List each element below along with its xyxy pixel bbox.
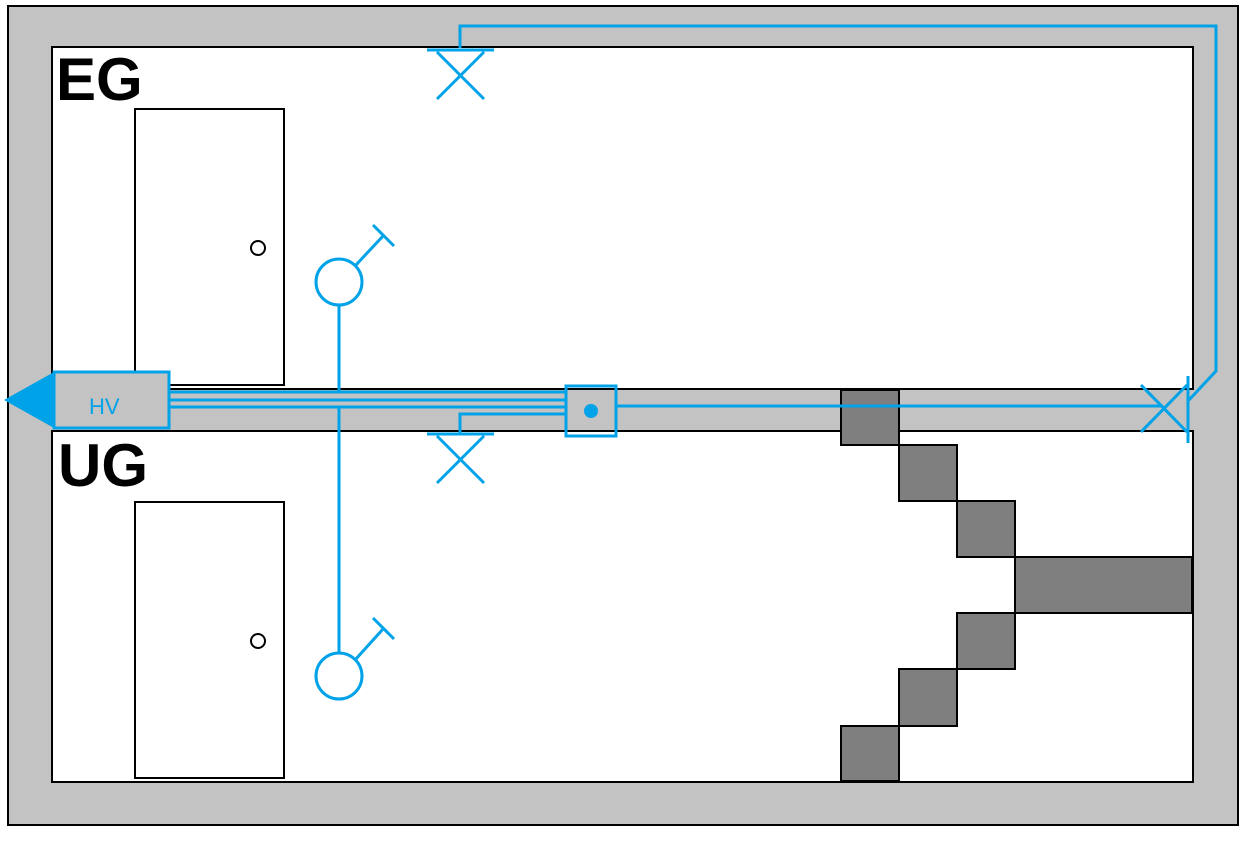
floor-label-ug: UG [58,432,148,499]
staircase [840,389,1193,782]
stair-step [840,725,900,782]
junction-dot [584,404,598,418]
light-outlet-icon [427,432,494,485]
main-distributor-label: HV [89,394,120,419]
installation [4,24,1218,701]
stair-step [956,500,1016,558]
floor-label-eg: EG [56,46,143,113]
door-eg [134,108,285,386]
stair-step [898,668,958,727]
door-knob-icon [250,633,266,649]
stair-step [840,389,900,446]
arrow-left-icon [4,372,54,428]
stair-step [898,444,958,502]
stair-step [956,612,1016,670]
door-ug [134,501,285,779]
switch-icon [314,651,364,701]
light-outlet-icon [1139,376,1190,443]
stair-landing [1014,556,1193,614]
junction-box-icon [564,384,618,438]
door-knob-icon [250,240,266,256]
light-outlet-icon [427,48,494,101]
switch-icon [314,257,364,307]
